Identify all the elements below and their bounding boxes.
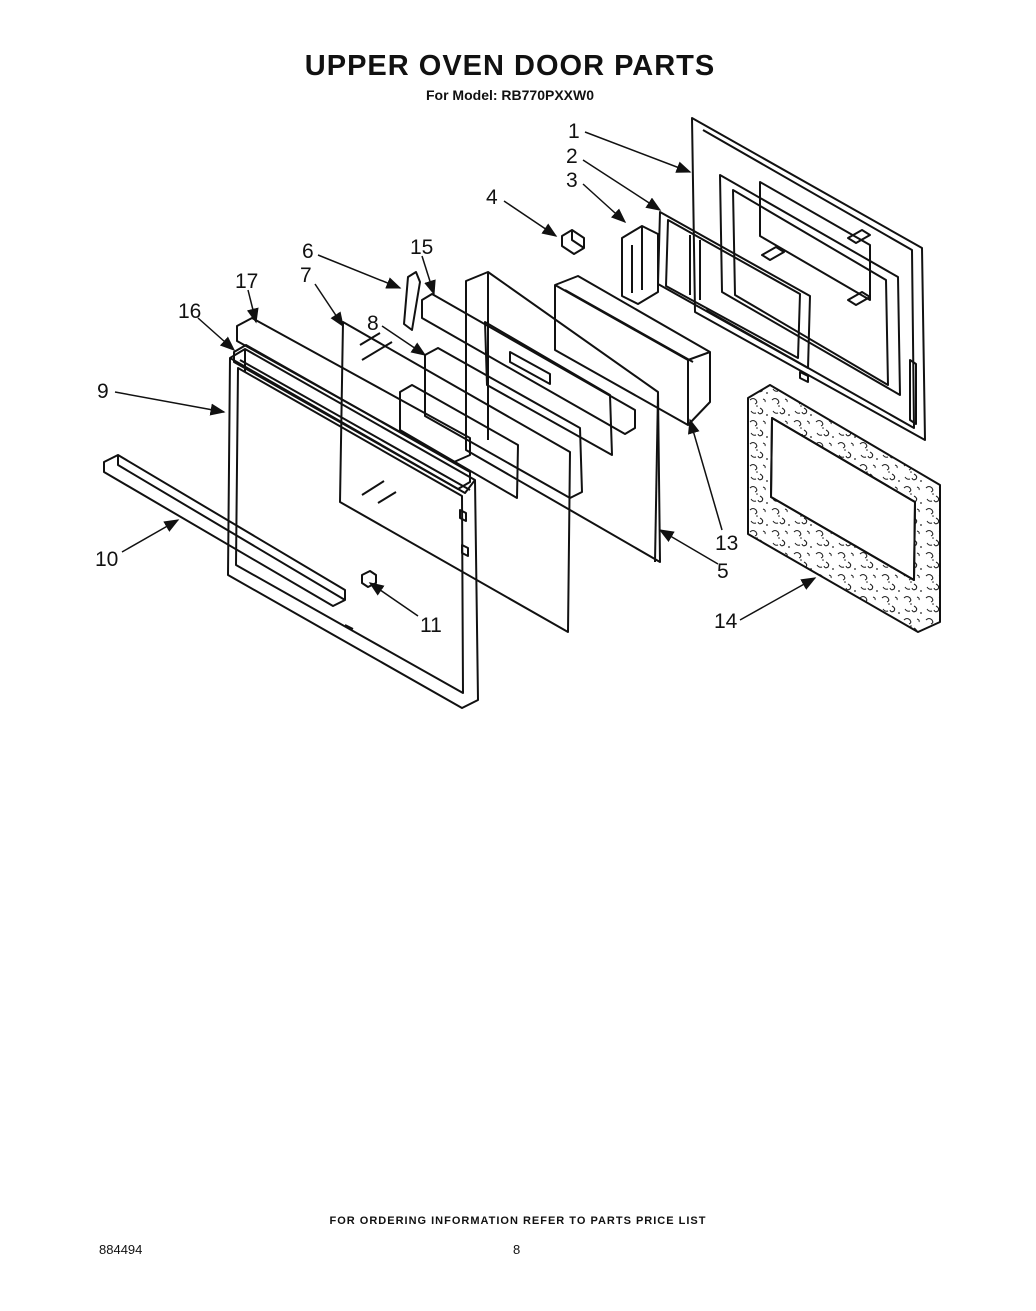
leader-14	[739, 577, 817, 621]
leader-9	[114, 391, 226, 416]
top-vent-strip	[233, 344, 471, 490]
door-gasket	[747, 384, 941, 633]
inner-door-panel	[691, 117, 926, 441]
callout-2: 2	[566, 145, 578, 168]
clip	[561, 229, 585, 255]
callout-13: 13	[715, 532, 738, 555]
leader-3	[582, 183, 627, 224]
callout-6: 6	[302, 240, 314, 263]
leader-10	[121, 519, 180, 553]
callout-9: 9	[97, 380, 109, 403]
outer-door-frame	[227, 348, 479, 709]
callout-4: 4	[486, 186, 498, 209]
leader-17	[246, 289, 259, 324]
callout-1: 1	[568, 120, 580, 143]
document-number: 884494	[99, 1242, 143, 1257]
callout-7: 7	[300, 264, 312, 287]
callout-17: 17	[235, 270, 258, 293]
top-trim	[236, 317, 471, 463]
callout-15: 15	[410, 236, 433, 259]
leader-1	[584, 131, 692, 173]
leader-2	[582, 159, 662, 211]
leader-13	[688, 418, 723, 531]
screw	[361, 570, 377, 588]
diagram-title: UPPER OVEN DOOR PARTS	[304, 50, 716, 82]
door-handle	[103, 454, 346, 607]
leader-16	[197, 317, 236, 351]
leader-11	[368, 582, 419, 617]
page-number: 8	[513, 1242, 521, 1257]
leader-8	[381, 325, 427, 356]
model-label: For Model: RB770PXXW0	[425, 87, 595, 103]
leader-5	[658, 529, 719, 565]
callout-10: 10	[95, 548, 118, 571]
callout-5: 5	[717, 560, 729, 583]
outer-glass	[339, 321, 571, 633]
door-stop	[403, 271, 421, 331]
insulation-box	[554, 275, 711, 426]
callout-8: 8	[367, 312, 379, 335]
middle-glass-panel	[465, 271, 661, 563]
bracket	[621, 225, 659, 305]
leader-6	[317, 254, 402, 289]
inner-glass	[424, 347, 583, 499]
callout-11: 11	[420, 614, 442, 637]
callout-3: 3	[566, 169, 578, 192]
callout-16: 16	[178, 300, 201, 323]
ordering-note: FOR ORDERING INFORMATION REFER TO PARTS …	[329, 1215, 707, 1227]
callout-14: 14	[714, 610, 738, 633]
leader-15	[421, 255, 436, 296]
leader-7	[314, 283, 344, 328]
leader-4	[503, 200, 558, 237]
vent-strip	[421, 293, 636, 435]
